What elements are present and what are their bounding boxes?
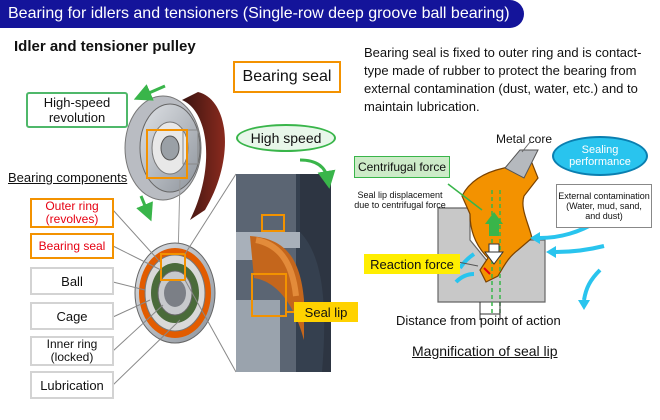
seal-description: Bearing seal is fixed to outer ring and … <box>364 45 642 114</box>
component-lubrication: Lubrication <box>30 371 114 399</box>
component-inner-ring: Inner ring (locked) <box>30 336 114 366</box>
bearing-seal-heading: Bearing seal <box>233 61 341 93</box>
section-heading-pulley: Idler and tensioner pulley <box>14 38 196 55</box>
component-bearing-seal: Bearing seal <box>30 233 114 259</box>
belt-shape <box>182 92 225 220</box>
metal-core-label: Metal core <box>496 132 553 146</box>
seal-lip-displacement-label: Seal lip displacement due to centrifugal… <box>354 190 446 210</box>
high-speed-label: High speed <box>236 124 336 152</box>
reaction-force-label: Reaction force <box>364 254 460 274</box>
pulley-highlight-box <box>146 129 188 179</box>
distance-from-point-label: Distance from point of action <box>396 313 561 328</box>
sealing-performance-badge: Sealing performance <box>552 136 648 176</box>
component-cage: Cage <box>30 302 114 330</box>
high-speed-revolution-label: High-speed revolution <box>26 92 128 128</box>
centrifugal-force-label: Centrifugal force <box>354 156 450 178</box>
bearing-components-label: Bearing components <box>8 170 128 185</box>
bearing-highlight-box <box>160 253 186 281</box>
magnification-label: Magnification of seal lip <box>412 343 558 359</box>
component-outer-ring: Outer ring (revolves) <box>30 198 114 228</box>
page-title: Bearing for idlers and tensioners (Singl… <box>0 0 524 28</box>
bearing-drawing <box>134 242 216 344</box>
pulley-drawing <box>124 95 202 201</box>
external-contamination-label: External contamination (Water, mud, sand… <box>556 184 652 228</box>
component-ball: Ball <box>30 267 114 295</box>
seal-lip-label: Seal lip <box>294 302 358 322</box>
